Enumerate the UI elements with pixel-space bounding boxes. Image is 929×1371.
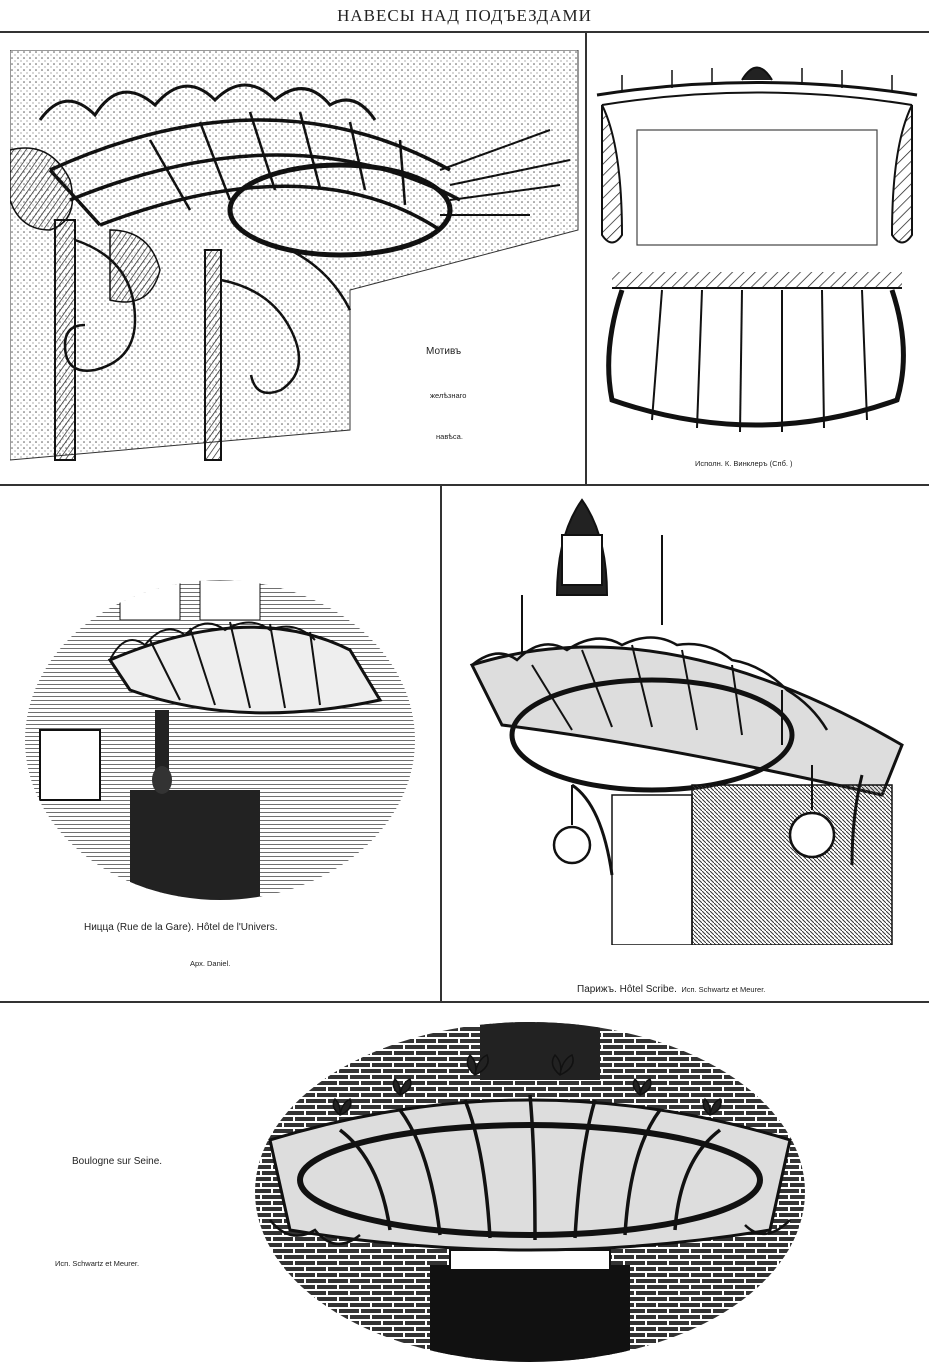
panel5-caption: Boulogne sur Seine.: [72, 1156, 163, 1167]
panel1-caption-line1: Мотивъ: [426, 346, 462, 357]
elevation-plan-drawing: [596, 66, 918, 433]
panel3-caption: Ницца (Rue de la Gare). Hôtel de l'Unive…: [84, 922, 278, 933]
panel-iron-canopy-motif: Мотивъ желѣзнаго навѣса.: [10, 50, 580, 465]
row2-vertical-rule: [440, 486, 442, 1001]
boulogne-engraving: [255, 1022, 805, 1362]
top-rule: [0, 31, 929, 33]
iron-canopy-drawing: [10, 50, 579, 461]
row2-bottom-rule: [0, 1001, 929, 1003]
panel5-subcaption: Исп. Schwartz et Meurer.: [55, 1259, 140, 1268]
panel3-subcaption: Арх. Daniel.: [190, 959, 231, 968]
row1-bottom-rule: [0, 484, 929, 486]
panel1-caption-line3: навѣса.: [436, 432, 463, 441]
row1-vertical-rule: [585, 33, 587, 484]
paris-hotel-engraving: [469, 498, 904, 945]
panel-paris-hotel-scribe: Парижъ. Hôtel Scribe. Исп. Schwartz et M…: [462, 495, 917, 995]
nice-hotel-engraving: [25, 580, 415, 900]
panel1-caption-line2: желѣзнаго: [430, 391, 467, 400]
panel-nice-hotel: Ницца (Rue de la Gare). Hôtel de l'Unive…: [20, 580, 420, 980]
page-title: НАВЕСЫ НАД ПОДЪЕЗДАМИ: [337, 6, 592, 25]
panel-boulogne-canopy: [250, 1020, 810, 1365]
panel4-caption-row: Парижъ. Hôtel Scribe. Исп. Schwartz et M…: [577, 979, 765, 997]
panel4-caption-small: Исп. Schwartz et Meurer.: [681, 985, 766, 994]
panel-elevation-plan: Исполн. К. Винклеръ (Спб. ): [592, 50, 922, 480]
panel2-caption: Исполн. К. Винклеръ (Спб. ): [695, 459, 793, 468]
panel4-caption-main: Парижъ. Hôtel Scribe.: [577, 984, 677, 995]
